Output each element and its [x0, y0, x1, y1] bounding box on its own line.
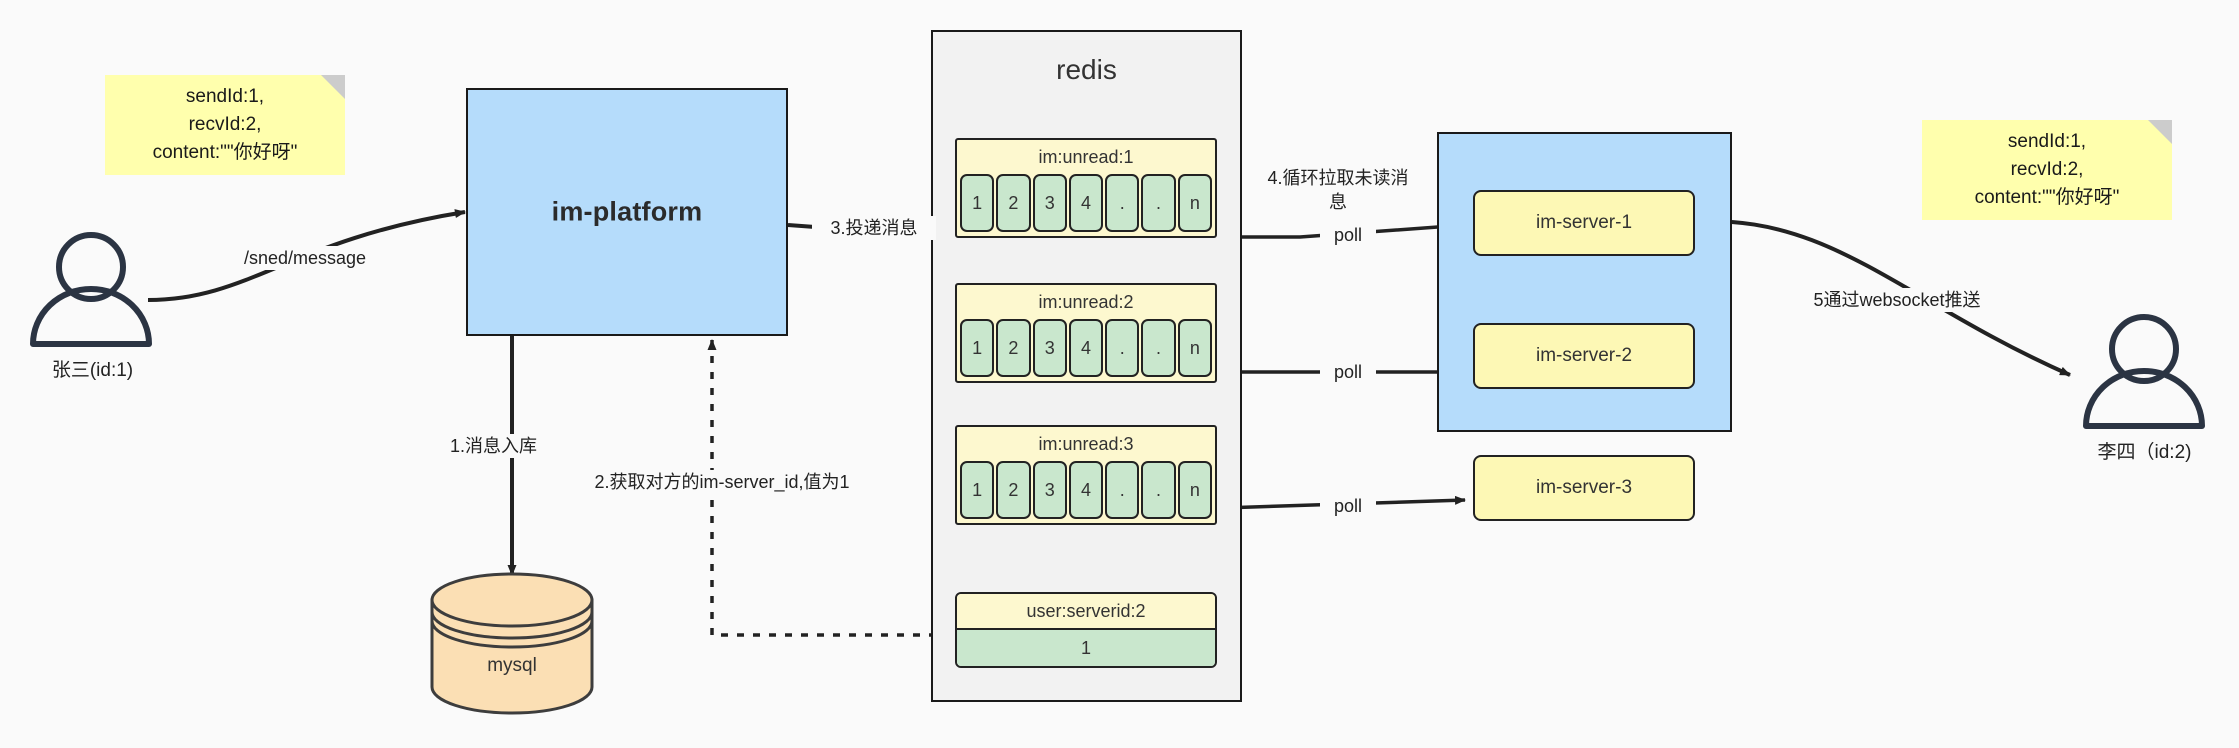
list-cell: 3	[1032, 319, 1067, 377]
list-cell: .	[1141, 461, 1176, 519]
message-note-right: sendId:1, recvId:2, content:""你好呀"	[1922, 120, 2172, 220]
receiver-user-icon	[2083, 314, 2205, 429]
redis-list-im-unread-1[interactable]: im:unread:1 1 2 3 4 . . n	[955, 138, 1217, 238]
list-cell: 2	[996, 174, 1031, 232]
edge-label-step5: 5通过websocket推送	[1780, 288, 2014, 312]
im-server-2-node[interactable]: im-server-2	[1473, 323, 1695, 389]
im-platform-label: im-platform	[551, 196, 703, 227]
redis-title: redis	[1056, 54, 1117, 85]
message-note-right-text: sendId:1, recvId:2, content:""你好呀"	[1974, 131, 2120, 208]
list-cell: .	[1141, 319, 1176, 377]
list-cell: 4	[1068, 319, 1104, 377]
mysql-label: mysql	[487, 655, 537, 676]
receiver-caption: 李四（id:2)	[2097, 442, 2192, 463]
list-cell: 3	[1032, 461, 1067, 519]
redis-kv-key: user:serverid:2	[957, 594, 1215, 630]
list-cell: n	[1177, 461, 1212, 519]
note-fold-corner-icon	[2148, 120, 2172, 144]
redis-list-cells: 1 2 3 4 . . n	[960, 461, 1212, 519]
edge-label-poll-1: poll	[1320, 223, 1376, 247]
list-cell: 1	[960, 319, 995, 377]
list-cell: .	[1105, 174, 1140, 232]
list-cell: 1	[960, 174, 995, 232]
redis-list-im-unread-2[interactable]: im:unread:2 1 2 3 4 . . n	[955, 283, 1217, 383]
im-server-3-node[interactable]: im-server-3	[1473, 455, 1695, 521]
list-cell: n	[1177, 319, 1212, 377]
im-platform-box[interactable]: im-platform	[466, 88, 788, 336]
redis-list-im-unread-3[interactable]: im:unread:3 1 2 3 4 . . n	[955, 425, 1217, 525]
redis-list-key: im:unread:3	[1038, 434, 1134, 454]
list-cell: 4	[1068, 174, 1104, 232]
edge-label-poll-2: poll	[1320, 360, 1376, 384]
edge-step2-serverid-lookup	[707, 339, 952, 637]
note-fold-corner-icon	[321, 75, 345, 99]
list-cell: .	[1105, 461, 1140, 519]
list-cell: 2	[996, 319, 1031, 377]
edge-label-send-message: /sned/message	[228, 246, 382, 270]
redis-list-key: im:unread:2	[1038, 292, 1134, 312]
sender-caption: 张三(id:1)	[51, 360, 134, 381]
message-note-left: sendId:1, recvId:2, content:""你好呀"	[105, 75, 345, 175]
redis-list-cells: 1 2 3 4 . . n	[960, 174, 1212, 232]
list-cell: n	[1177, 174, 1212, 232]
list-cell: 1	[960, 461, 995, 519]
mysql-cylinder-icon	[430, 572, 594, 715]
edge-label-step2: 2.获取对方的im-server_id,值为1	[570, 470, 874, 494]
edge-label-step1: 1.消息入库	[448, 434, 582, 458]
list-cell: 4	[1068, 461, 1104, 519]
list-cell: .	[1105, 319, 1140, 377]
redis-kv-user-serverid[interactable]: user:serverid:2 1	[955, 592, 1217, 668]
list-cell: 2	[996, 461, 1031, 519]
list-cell: 3	[1032, 174, 1067, 232]
redis-list-cells: 1 2 3 4 . . n	[960, 319, 1212, 377]
edge-label-step3: 3.投递消息	[812, 216, 936, 240]
list-cell: .	[1141, 174, 1176, 232]
im-server-1-node[interactable]: im-server-1	[1473, 190, 1695, 256]
edge-poll-1	[1222, 221, 1466, 239]
edge-step5-websocket-push	[1689, 219, 2071, 377]
message-note-left-text: sendId:1, recvId:2, content:""你好呀"	[152, 86, 298, 163]
redis-list-key: im:unread:1	[1038, 147, 1134, 167]
edge-label-step4: 4.循环拉取未读消 息	[1256, 166, 1420, 214]
sender-user-icon	[30, 232, 152, 347]
redis-kv-value: 1	[957, 630, 1215, 666]
edge-label-poll-3: poll	[1320, 494, 1376, 518]
